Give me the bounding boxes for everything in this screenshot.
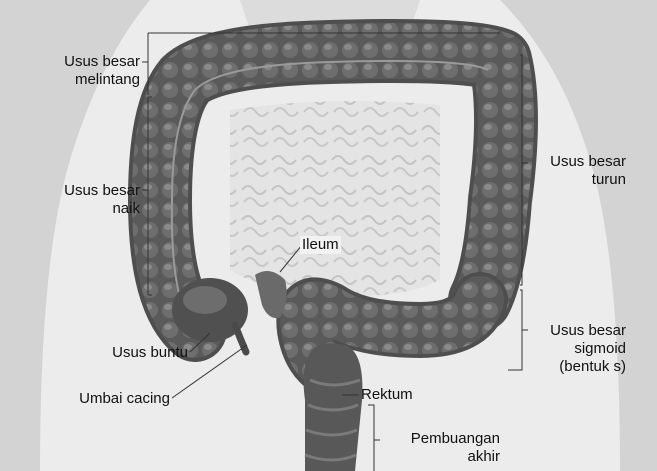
label-anal-canal-line2: akhir xyxy=(380,448,500,466)
label-anal-canal: Pembuangan akhir xyxy=(380,430,500,466)
label-ascending-colon: Usus besar naik xyxy=(20,182,140,218)
label-ascending-line2: naik xyxy=(20,200,140,218)
label-ileum: Ileum xyxy=(300,236,341,254)
label-cecum: Usus buntu xyxy=(40,344,188,362)
label-sigmoid-line3: (bentuk s) xyxy=(510,358,626,376)
label-appendix: Umbai cacing xyxy=(20,390,170,408)
label-descending-colon: Usus besar turun xyxy=(520,153,626,189)
label-sigmoid-line1: Usus besar xyxy=(510,322,626,340)
label-descending-line1: Usus besar xyxy=(520,153,626,171)
label-descending-line2: turun xyxy=(520,171,626,189)
label-sigmoid-line2: sigmoid xyxy=(510,340,626,358)
small-intestine xyxy=(230,101,440,296)
label-ascending-line1: Usus besar xyxy=(20,182,140,200)
label-transverse-line2: melintang xyxy=(20,71,140,89)
label-rectum: Rektum xyxy=(361,386,413,404)
label-transverse-line1: Usus besar xyxy=(20,53,140,71)
label-transverse-colon: Usus besar melintang xyxy=(20,53,140,89)
label-sigmoid-colon: Usus besar sigmoid (bentuk s) xyxy=(510,322,626,376)
label-anal-canal-line1: Pembuangan xyxy=(380,430,500,448)
cecum-highlight xyxy=(183,286,227,314)
